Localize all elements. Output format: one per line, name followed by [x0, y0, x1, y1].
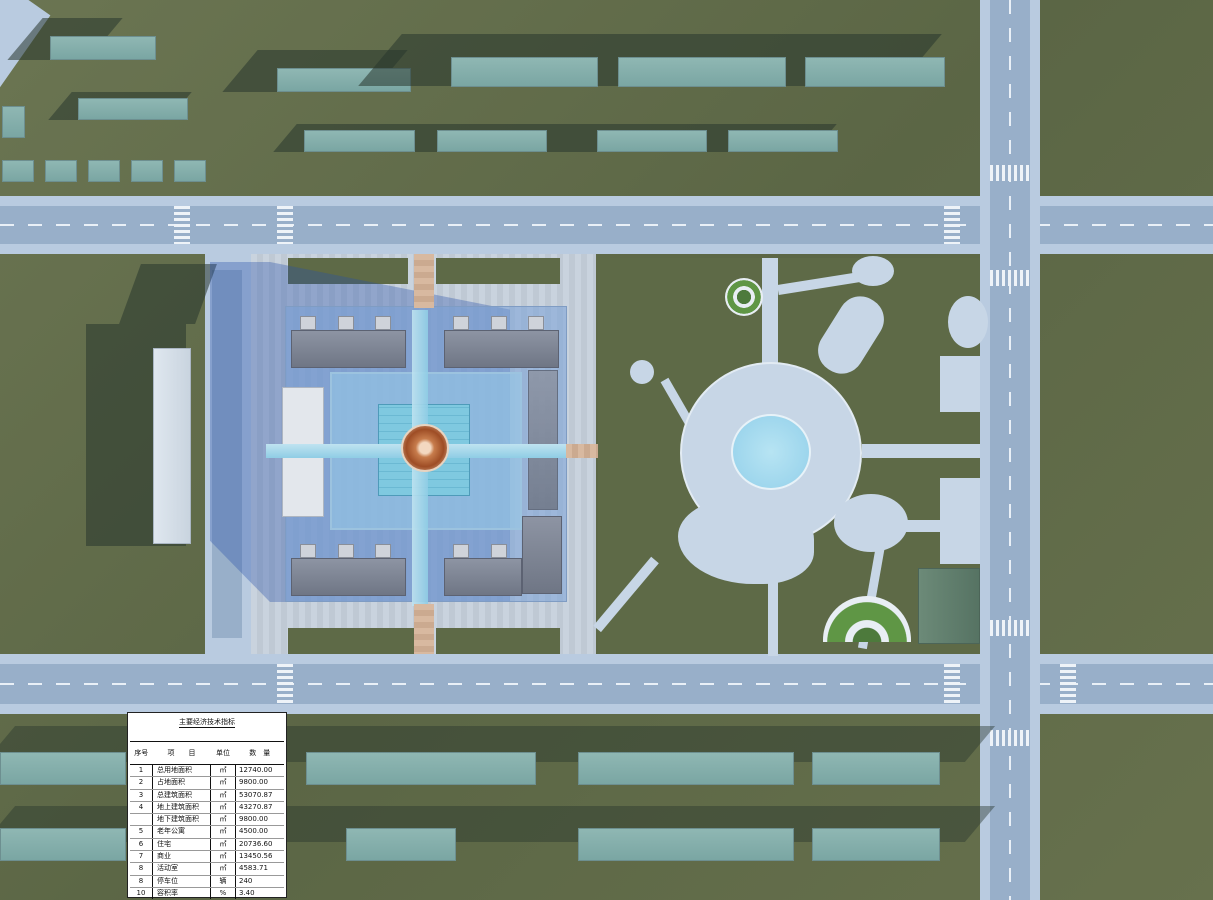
fountain-pool: [731, 414, 811, 490]
header-item: 项 目: [152, 741, 211, 765]
walkway-south: [414, 604, 434, 654]
building-bottom-1: [0, 752, 126, 785]
table-header-row: 序号 项 目 单位 数 量: [130, 741, 284, 765]
building-bottom-3: [578, 752, 794, 785]
dome-icon: [401, 424, 449, 472]
building-top-16: [174, 160, 206, 182]
residential-se: [444, 558, 522, 596]
building-top-6: [78, 98, 188, 120]
building-top-5: [805, 57, 945, 87]
header-value: 数 量: [235, 741, 284, 765]
building-top-8: [304, 130, 415, 152]
residential-ne: [444, 330, 559, 368]
building-bottom-6: [346, 828, 456, 861]
building-top-1: [50, 36, 156, 60]
building-top-3: [451, 57, 598, 87]
building-bottom-4: [812, 752, 940, 785]
header-no: 序号: [130, 741, 153, 765]
building-park: [918, 568, 980, 644]
building-east-tower: [522, 516, 562, 594]
building-top-12: [2, 160, 34, 182]
walkway-north: [414, 254, 434, 308]
building-east-strip: [528, 370, 558, 510]
building-bottom-2: [306, 752, 536, 785]
building-top-11: [728, 130, 838, 152]
building-top-4: [618, 57, 786, 87]
residential-sw: [291, 558, 406, 596]
residential-nw: [291, 330, 406, 368]
header-unit: 单位: [210, 741, 236, 765]
building-bottom-8: [812, 828, 940, 861]
building-top-10: [597, 130, 707, 152]
building-bottom-5: [0, 828, 126, 861]
building-top-14: [88, 160, 120, 182]
garden-ring-north: [725, 278, 763, 316]
building-top-15: [131, 160, 163, 182]
building-top-13: [45, 160, 77, 182]
building-west: [153, 348, 191, 544]
building-top-9: [437, 130, 547, 152]
building-top-7: [2, 106, 25, 138]
table-title: 主要经济技术指标: [179, 718, 235, 728]
building-bottom-7: [578, 828, 794, 861]
